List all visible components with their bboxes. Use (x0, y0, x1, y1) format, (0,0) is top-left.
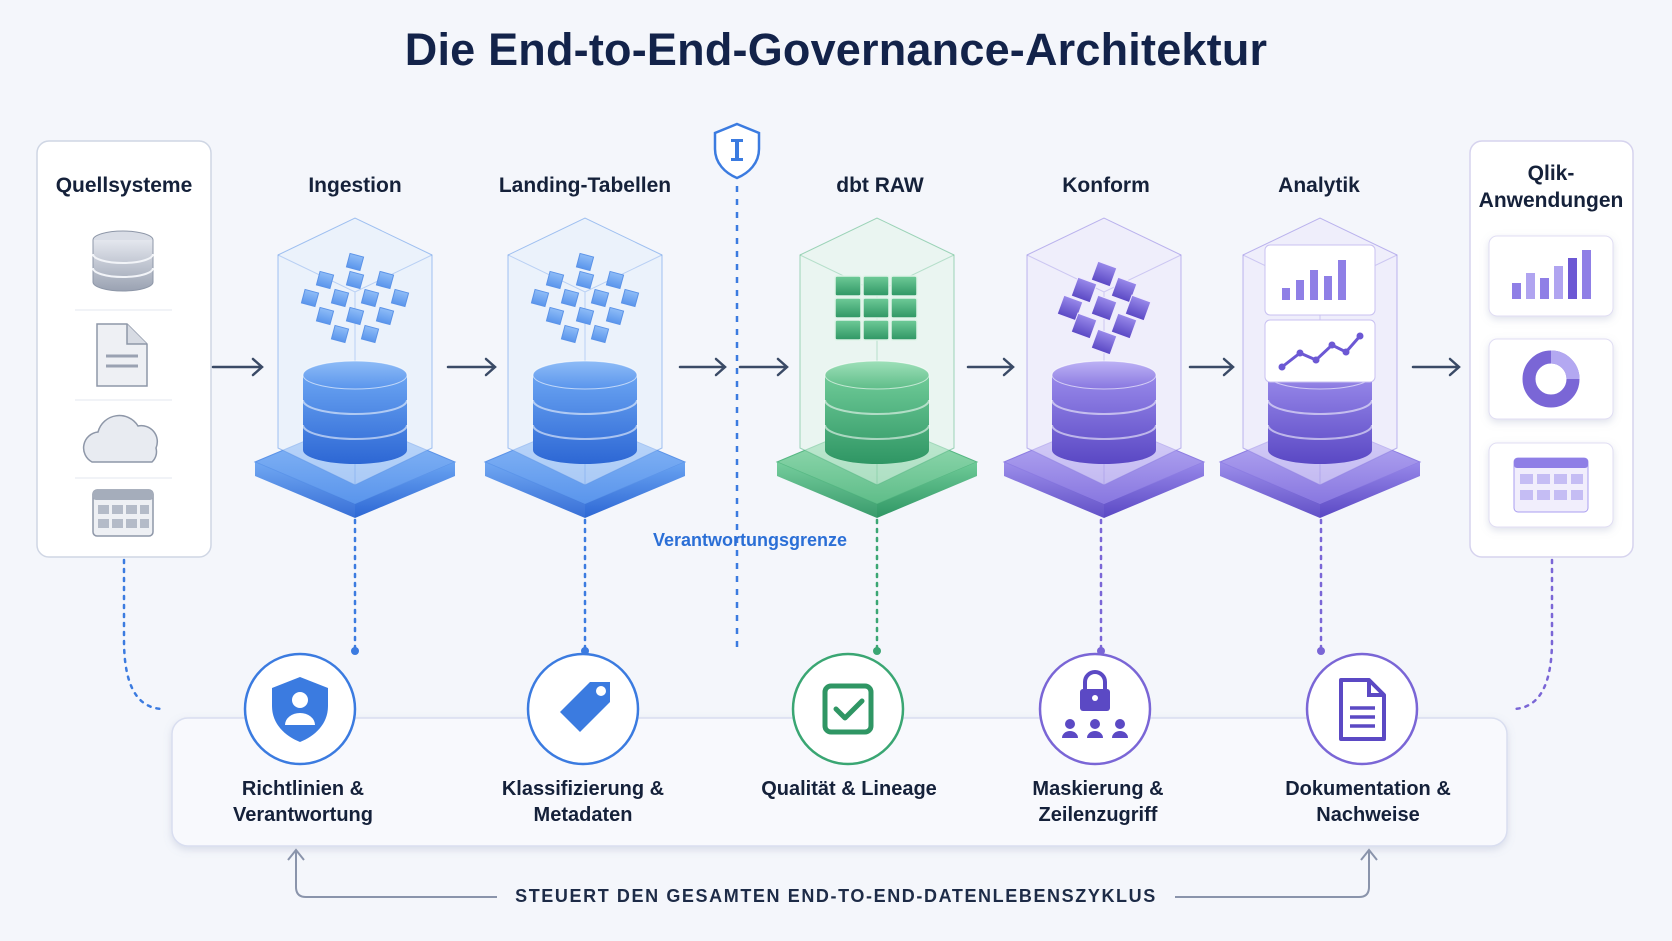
dotted-connectors (122, 518, 1554, 711)
stage-label-raw: dbt RAW (836, 174, 924, 197)
stage-label-qlik: Qlik- Anwendungen (1478, 162, 1624, 212)
governance-node-classification (526, 652, 640, 766)
tower-ingestion (253, 217, 457, 518)
footer-text: STEUERT DEN GESAMTEN END-TO-END-DATENLEB… (497, 886, 1175, 906)
table-card (1488, 442, 1614, 528)
shield-user-icon (272, 677, 328, 742)
tower-landing (483, 217, 687, 518)
governance-label-quality: Qualität & Lineage (761, 778, 937, 800)
donut-chart-card (1488, 338, 1614, 420)
qlik-panel (1469, 140, 1634, 558)
governance-label-classification: Klassifizierung & Metadaten (501, 778, 665, 826)
sources-panel (36, 140, 212, 558)
governance-node-documentation (1305, 652, 1419, 766)
footer-caption: STEUERT DEN GESAMTEN END-TO-END-DATENLEB… (0, 886, 1672, 907)
document-file-icon (96, 323, 148, 387)
tag-icon (560, 682, 610, 732)
footer-bracket (287, 848, 1378, 898)
document-icon (1339, 678, 1386, 741)
governance-label-masking: Maskierung & Zeilenzugriff (1032, 778, 1164, 826)
shield-icon (713, 122, 761, 180)
flow-arrows (211, 357, 1461, 377)
governance-label-policies: Richtlinien & Verantwortung (232, 778, 373, 826)
bar-chart-card (1488, 235, 1614, 317)
stage-label-analytics: Analytik (1278, 174, 1360, 197)
boundary-label: Verantwortungsgrenze (652, 530, 848, 550)
stage-label-ingestion: Ingestion (308, 174, 402, 197)
governance-node-masking (1038, 652, 1152, 766)
responsibility-boundary (713, 122, 761, 650)
governance-label-documentation: Dokumentation & Nachweise (1285, 778, 1451, 826)
tower-conform (1002, 217, 1206, 518)
governance-node-policies (243, 652, 357, 766)
lock-users-icon (1062, 670, 1128, 738)
tower-raw (775, 217, 979, 518)
table-icon (92, 489, 154, 537)
database-icon (92, 230, 154, 292)
stage-label-landing: Landing-Tabellen (498, 174, 672, 197)
stage-label-sources: Quellsysteme (55, 174, 193, 197)
stage-label-conform: Konform (1062, 174, 1150, 197)
checkbox-icon (822, 683, 874, 735)
tower-analytics (1218, 217, 1422, 518)
page-title: Die End-to-End-Governance-Architektur (404, 24, 1268, 75)
cloud-icon (82, 414, 159, 463)
governance-node-quality (791, 652, 905, 766)
